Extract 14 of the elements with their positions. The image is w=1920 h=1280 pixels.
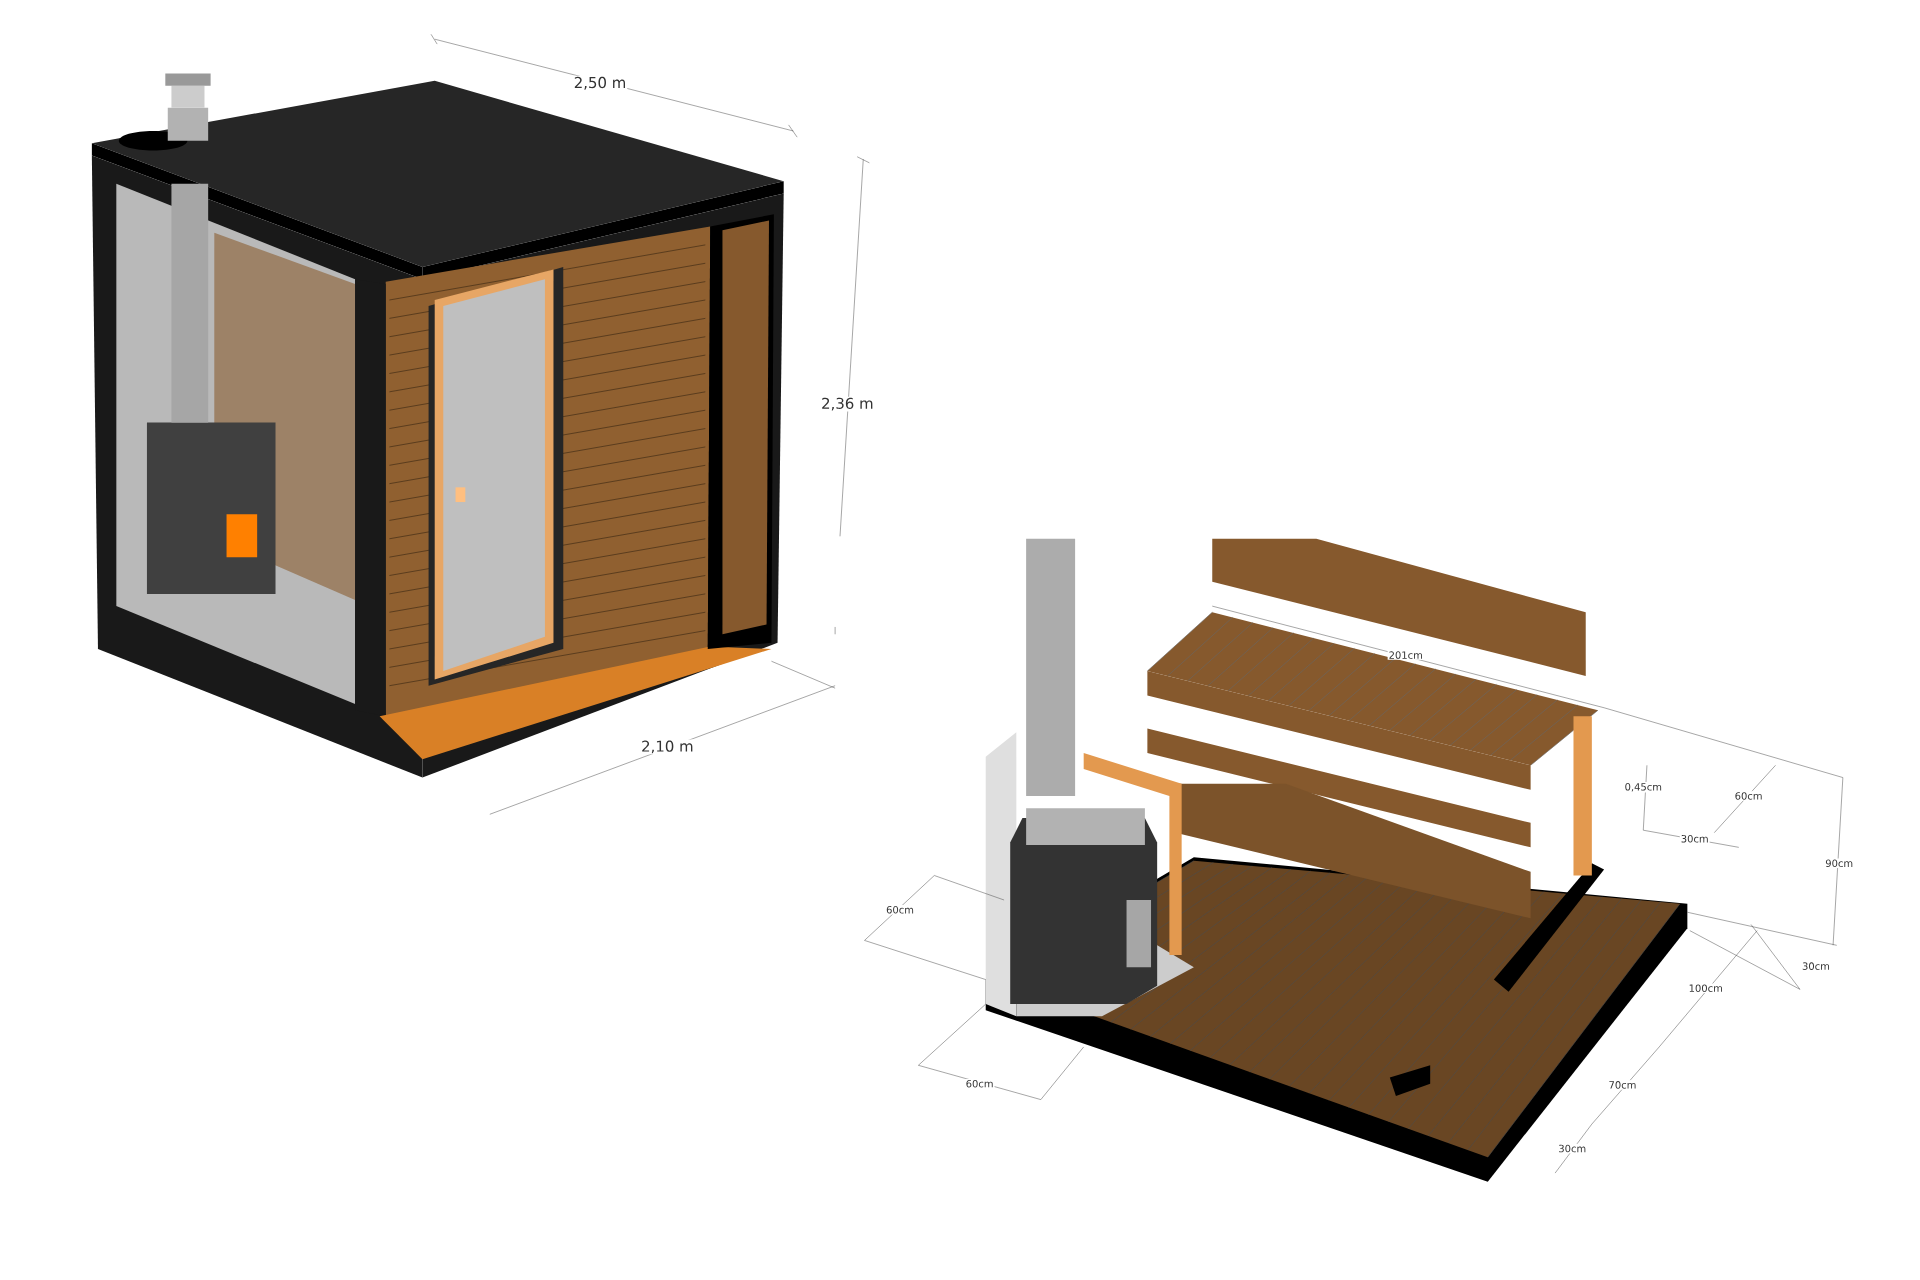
dimension-label: 201cm: [1387, 650, 1424, 661]
dimension-label: 30cm: [1679, 834, 1710, 844]
dimension-label: 30cm: [1557, 1144, 1588, 1154]
dimension-label: 90cm: [1824, 858, 1855, 869]
dimension-label: 60cm: [964, 1079, 995, 1089]
dimension-label: 0,45cm: [1623, 782, 1663, 793]
dimension-label: 2,50 m: [572, 76, 628, 91]
dimension-label: 2,36 m: [820, 396, 875, 412]
dimension-label: 100cm: [1687, 983, 1724, 994]
dimension-label: 2,10 m: [640, 739, 695, 755]
dimension-label: 70cm: [1607, 1080, 1638, 1090]
dimension-label: 30cm: [1801, 961, 1831, 972]
dimension-label: 60cm: [1733, 791, 1764, 801]
dimension-label: 60cm: [885, 905, 915, 915]
